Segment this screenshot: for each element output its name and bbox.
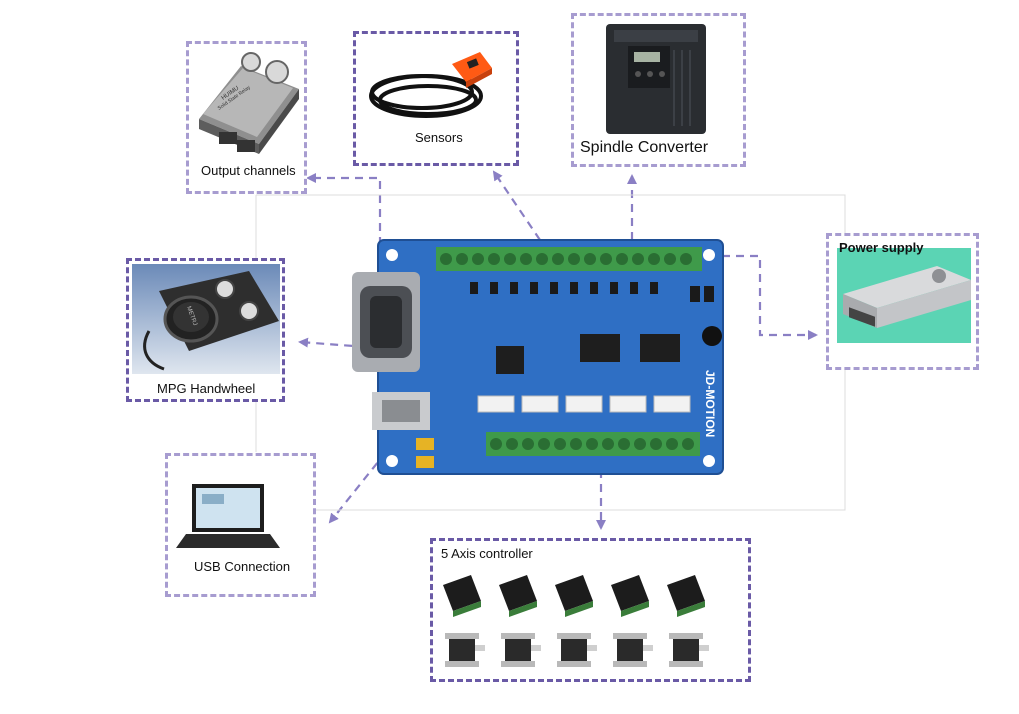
board-brand-text: JD-MOTION	[703, 370, 717, 437]
mpg-handwheel-label: MPG Handwheel	[157, 381, 256, 396]
arrow-to-output-channels	[306, 173, 382, 245]
sensors-box: Sensors	[353, 31, 519, 166]
power-supply-image	[843, 266, 971, 328]
sensors-label: Sensors	[415, 130, 463, 145]
usb-connection-box: USB Connection	[165, 453, 316, 597]
drivers-and-motors-image	[443, 575, 709, 667]
arrow-to-power-supply	[722, 254, 818, 340]
power-supply-box: Power supply	[826, 233, 979, 370]
output-channels-box: HUIMU Solid State Relay Output channels	[186, 41, 307, 194]
usb-connection-label: USB Connection	[194, 559, 291, 574]
power-supply-label: Power supply	[839, 240, 924, 255]
spindle-converter-label: Spindle Converter	[580, 139, 709, 156]
mpg-handwheel-image: METRJ	[143, 271, 279, 371]
axis-controller-label: 5 Axis controller	[441, 546, 533, 561]
solid-state-relay-image: HUIMU Solid State Relay	[199, 52, 299, 154]
inductive-sensor-image	[369, 52, 492, 118]
spindle-converter-box: Spindle Converter	[571, 13, 746, 167]
mpg-handwheel-box: METRJ MPG Handwheel	[126, 258, 285, 402]
output-channels-label: Output channels	[201, 163, 296, 178]
laptop-image	[176, 484, 280, 548]
axis-controller-box: 5 Axis controller	[430, 538, 751, 682]
vfd-inverter-image	[606, 24, 706, 134]
